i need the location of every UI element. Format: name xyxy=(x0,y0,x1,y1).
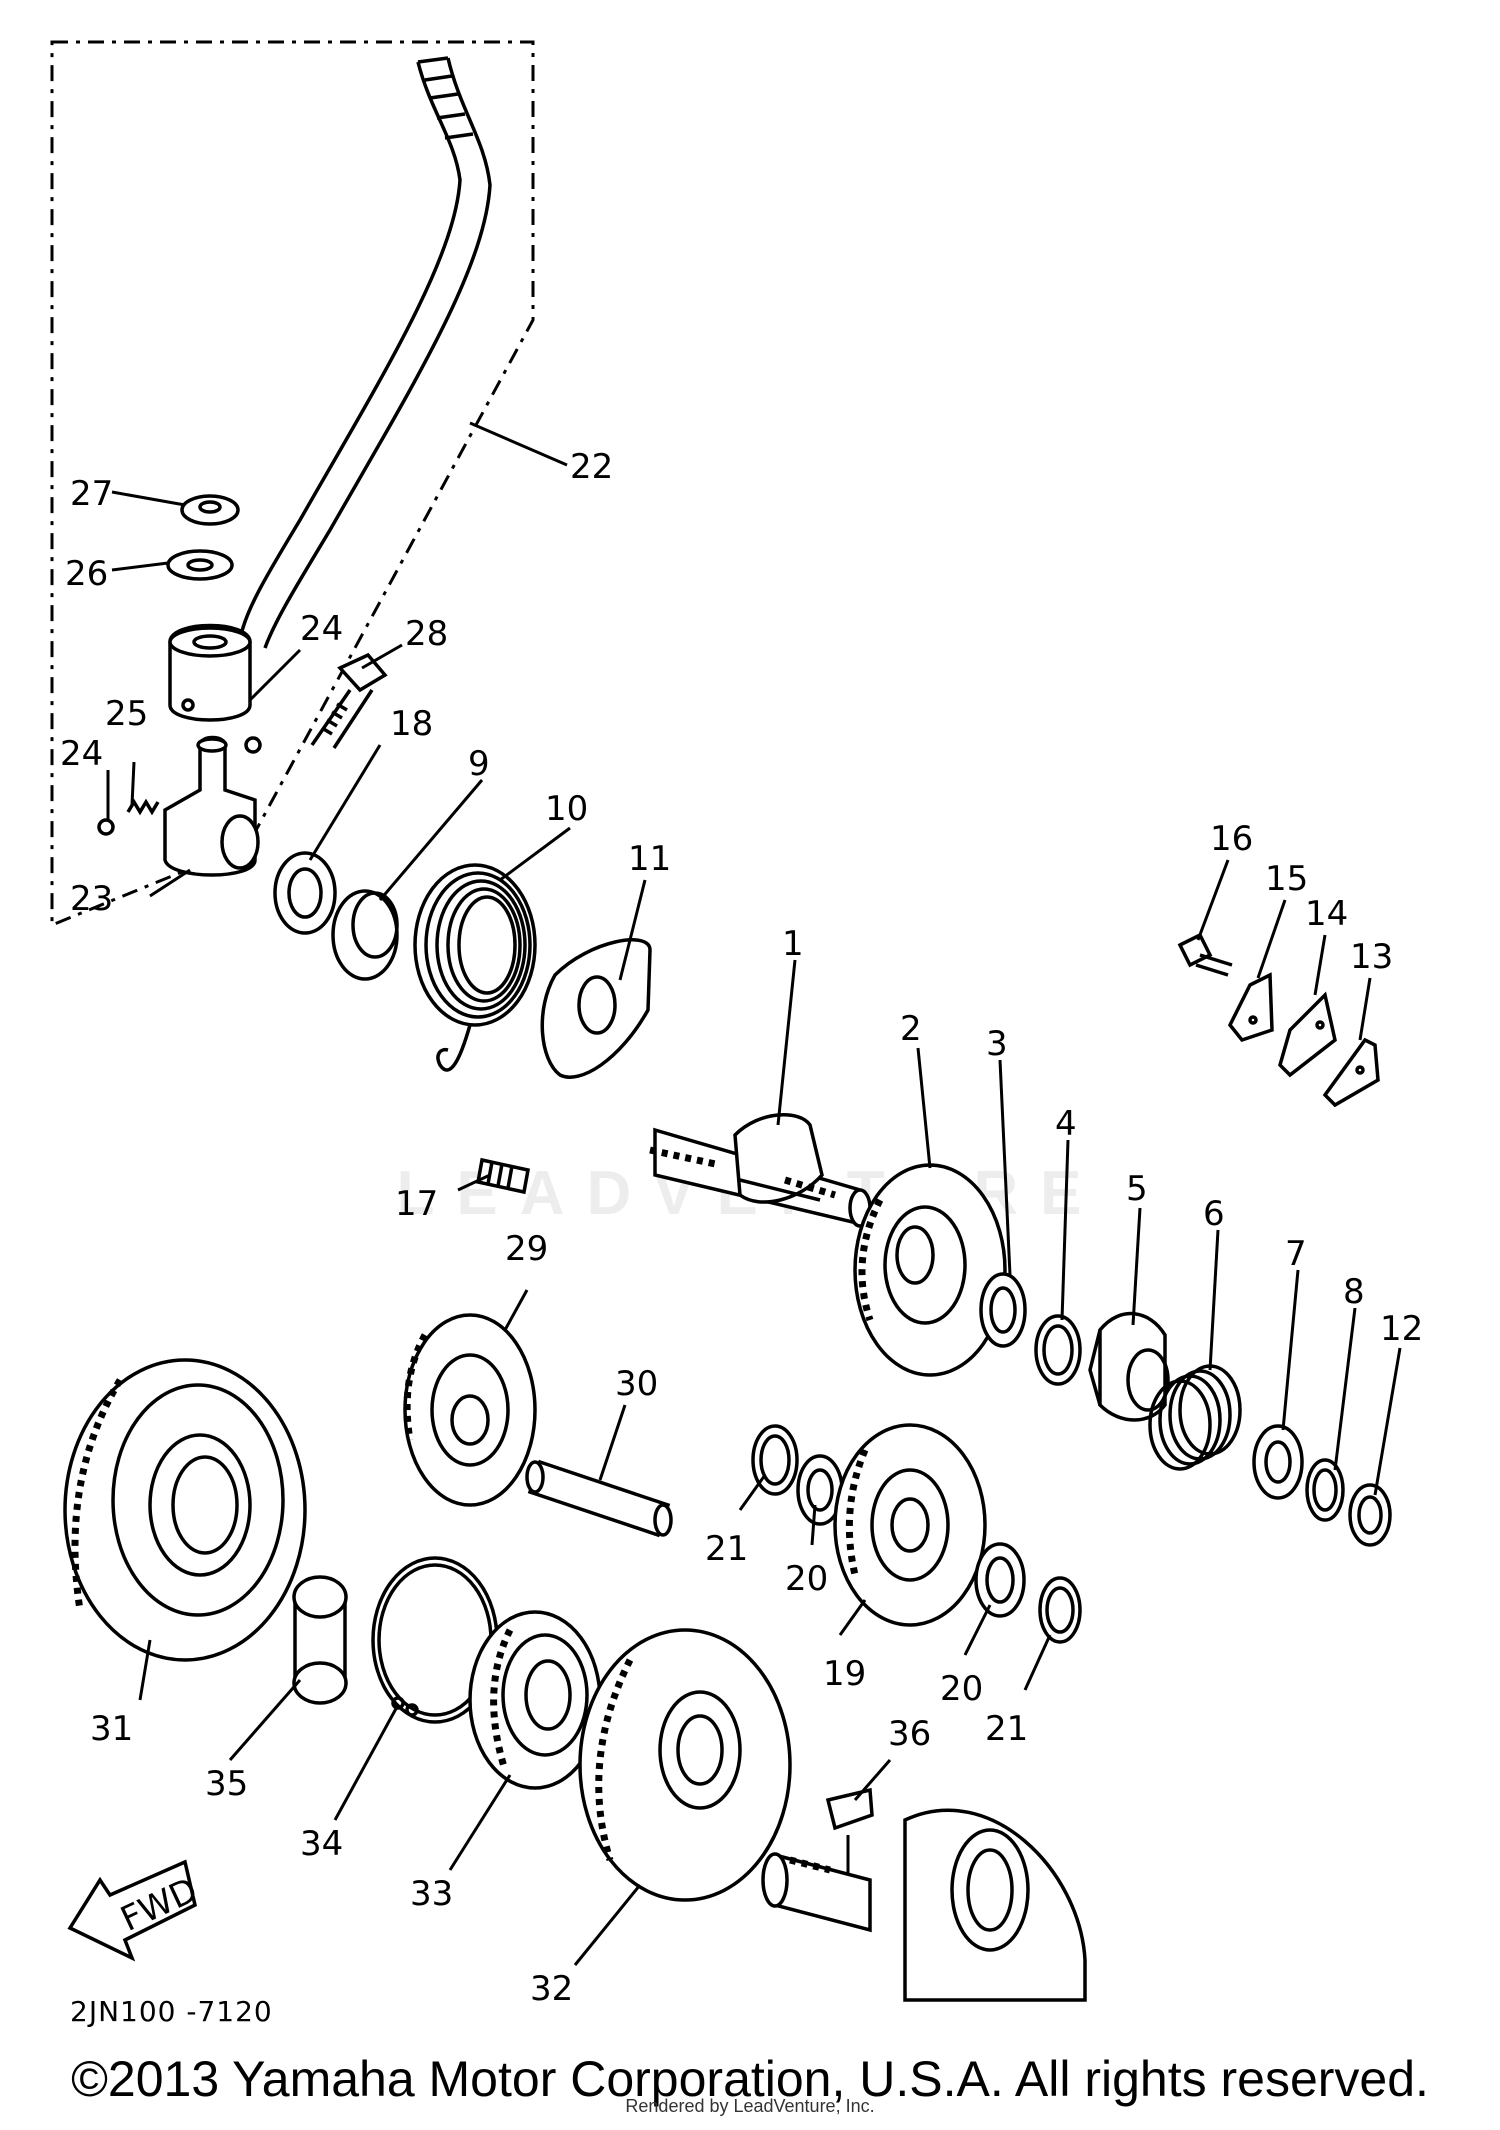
callout-21-lower[interactable]: 21 xyxy=(985,1709,1028,1749)
callout-10[interactable]: 10 xyxy=(545,789,588,829)
callout-36[interactable]: 36 xyxy=(888,1714,931,1754)
part-nut-27[interactable] xyxy=(180,494,240,526)
callout-4[interactable]: 4 xyxy=(1055,1104,1077,1144)
part-kick-gear-2[interactable] xyxy=(853,1163,1007,1377)
part-ball-24-right[interactable] xyxy=(244,736,262,754)
forward-direction-arrow: FWD xyxy=(67,1859,204,1962)
part-kick-axle-1[interactable] xyxy=(649,1113,872,1228)
callout-32[interactable]: 32 xyxy=(530,1969,573,2009)
part-circlip-21-upper[interactable] xyxy=(751,1424,799,1496)
part-shaft-30[interactable] xyxy=(525,1459,673,1538)
part-key-36[interactable] xyxy=(825,1787,874,1831)
callout-14[interactable]: 14 xyxy=(1305,894,1348,934)
callout-13[interactable]: 13 xyxy=(1350,937,1393,977)
copyright-notice: ©2013 Yamaha Motor Corporation, U.S.A. A… xyxy=(71,2051,1429,2107)
callout-17[interactable]: 17 xyxy=(395,1184,438,1224)
crankshaft-end xyxy=(761,1808,1087,2002)
part-washer-20-upper[interactable] xyxy=(796,1454,844,1526)
part-ball-24-left[interactable] xyxy=(97,818,115,836)
part-bolt-28[interactable] xyxy=(310,652,388,749)
part-circlip-8[interactable] xyxy=(1305,1458,1345,1522)
kick-crank-group-outline xyxy=(50,40,535,928)
callout-21-upper[interactable]: 21 xyxy=(705,1529,748,1569)
part-one-way-clutch-33[interactable] xyxy=(468,1610,602,1790)
callout-24-right[interactable]: 24 xyxy=(300,609,343,649)
callout-34[interactable]: 34 xyxy=(300,1824,343,1864)
part-gear-19[interactable] xyxy=(833,1423,987,1627)
rendered-by-credit: Rendered by LeadVenture, Inc. xyxy=(625,2096,875,2116)
part-torsion-spring-10[interactable] xyxy=(413,863,537,1072)
part-washer-3[interactable] xyxy=(979,1272,1027,1348)
part-oil-seal-18[interactable] xyxy=(273,851,337,935)
callout-20-upper[interactable]: 20 xyxy=(785,1559,828,1599)
part-circlip-4[interactable] xyxy=(1034,1314,1082,1386)
callout-23[interactable]: 23 xyxy=(70,879,113,919)
callout-3[interactable]: 3 xyxy=(986,1024,1008,1064)
callout-9[interactable]: 9 xyxy=(468,744,490,784)
drawing-code: 2JN100 -7120 xyxy=(70,1995,273,2028)
callout-26[interactable]: 26 xyxy=(65,554,108,594)
callout-8[interactable]: 8 xyxy=(1343,1272,1365,1312)
part-plate-11[interactable] xyxy=(540,938,652,1079)
part-circlip-21-lower[interactable] xyxy=(1038,1576,1082,1644)
callout-33[interactable]: 33 xyxy=(410,1874,453,1914)
part-washer-7[interactable] xyxy=(1252,1424,1304,1500)
callout-27[interactable]: 27 xyxy=(70,474,113,514)
callout-labels: 1 2 3 4 5 6 7 8 9 10 11 12 13 14 15 16 1… xyxy=(60,447,1423,2009)
callout-30[interactable]: 30 xyxy=(615,1364,658,1404)
callout-12[interactable]: 12 xyxy=(1380,1309,1423,1349)
part-kick-crank-lever[interactable] xyxy=(238,56,492,649)
part-plate-13[interactable] xyxy=(1322,1037,1380,1108)
callout-31[interactable]: 31 xyxy=(90,1709,133,1749)
callout-1[interactable]: 1 xyxy=(782,924,804,964)
callout-22[interactable]: 22 xyxy=(570,447,613,487)
callout-16[interactable]: 16 xyxy=(1210,819,1253,859)
part-washer-26[interactable] xyxy=(166,549,234,581)
callout-35[interactable]: 35 xyxy=(205,1764,248,1804)
callout-5[interactable]: 5 xyxy=(1126,1169,1148,1209)
callout-15[interactable]: 15 xyxy=(1265,859,1308,899)
callout-25[interactable]: 25 xyxy=(105,694,148,734)
callout-2[interactable]: 2 xyxy=(900,1009,922,1049)
part-bolt-16[interactable] xyxy=(1177,932,1233,977)
callout-28[interactable]: 28 xyxy=(405,614,448,654)
part-pin-17[interactable] xyxy=(475,1157,531,1195)
part-plate-15[interactable] xyxy=(1227,972,1274,1043)
callout-20-lower[interactable]: 20 xyxy=(940,1669,983,1709)
callout-29[interactable]: 29 xyxy=(505,1229,548,1269)
part-kick-crank-boss[interactable] xyxy=(168,623,252,722)
leader-lines xyxy=(106,421,1402,1966)
callout-18[interactable]: 18 xyxy=(390,704,433,744)
callout-19[interactable]: 19 xyxy=(823,1654,866,1694)
part-washer-12[interactable] xyxy=(1348,1483,1392,1547)
part-large-gear-31[interactable] xyxy=(63,1358,307,1662)
part-gear-32[interactable] xyxy=(578,1628,792,1902)
callout-6[interactable]: 6 xyxy=(1203,1194,1225,1234)
callout-11[interactable]: 11 xyxy=(628,839,671,879)
part-plate-14[interactable] xyxy=(1278,991,1337,1078)
part-idler-gear-29[interactable] xyxy=(403,1313,537,1507)
part-ratchet-5[interactable] xyxy=(1088,1312,1170,1422)
callout-24-left[interactable]: 24 xyxy=(60,734,103,774)
part-bushing-35[interactable] xyxy=(292,1575,348,1705)
part-collar-9[interactable] xyxy=(331,889,399,981)
part-washer-20-lower[interactable] xyxy=(974,1542,1026,1618)
part-kick-boss-23[interactable] xyxy=(163,735,260,877)
callout-7[interactable]: 7 xyxy=(1285,1234,1307,1274)
